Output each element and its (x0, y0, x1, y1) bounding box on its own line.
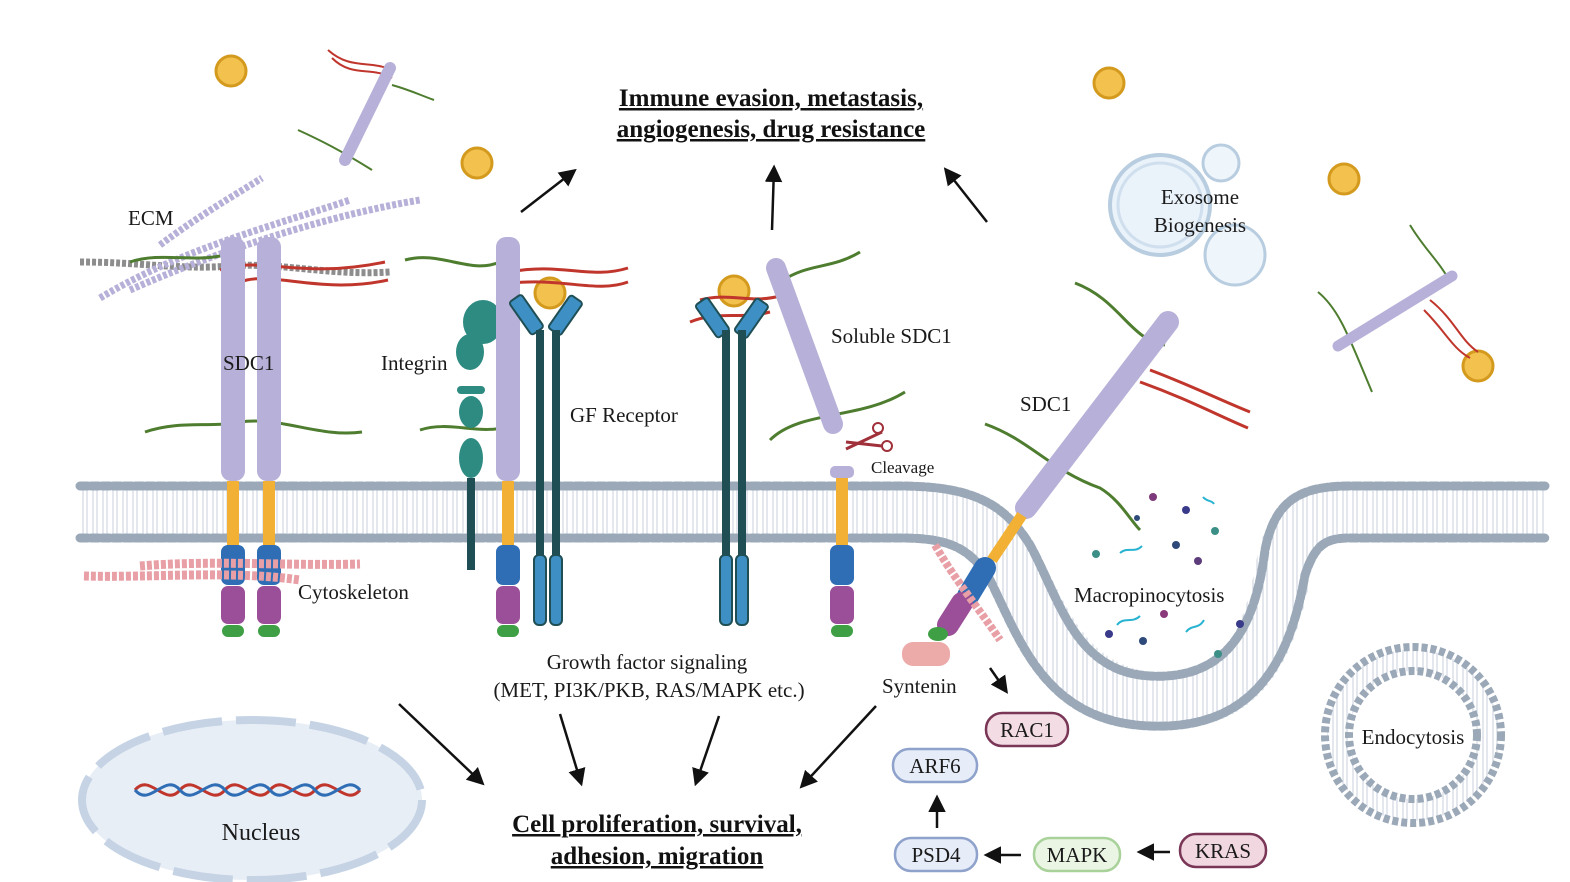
outcome-bottom-line2: adhesion, migration (551, 843, 764, 870)
exosome-label-line2: Biogenesis (1154, 213, 1246, 237)
outcome-top-line1: Immune evasion, metastasis, (619, 85, 923, 112)
arf6-label: ARF6 (909, 754, 960, 778)
sdc1-left-label: SDC1 (223, 351, 274, 375)
integrin-label: Integrin (381, 351, 448, 375)
cleaved-sdc1-stub (830, 466, 854, 637)
psd4-pill (893, 836, 979, 873)
nucleus (78, 716, 426, 882)
endocytosis-vesicle (1321, 643, 1505, 827)
psd4-label: PSD4 (911, 843, 961, 867)
syntenin-label: Syntenin (882, 674, 957, 698)
macropinocytosis-label: Macropinocytosis (1074, 583, 1224, 607)
kras-pill (1178, 832, 1268, 869)
sdc1-left-pair (129, 237, 389, 637)
soluble-sdc1 (766, 250, 906, 442)
growth-factor-label-line2: (MET, PI3K/PKB, RAS/MAPK etc.) (493, 678, 804, 702)
cytoskeleton-label: Cytoskeleton (298, 580, 409, 604)
kras-label: KRAS (1195, 839, 1251, 863)
soluble-sdc1-label: Soluble SDC1 (831, 324, 952, 348)
gf-receptor-right (689, 294, 781, 626)
arrows (398, 164, 1170, 864)
ecm-label: ECM (128, 206, 174, 230)
gf-receptor-left (508, 294, 583, 626)
growth-factor-ball (214, 54, 248, 88)
mapk-label: MAPK (1047, 843, 1108, 867)
growth-factor-ball (1327, 162, 1361, 196)
growth-factor-ball (717, 274, 751, 308)
outcome-top-line2: angiogenesis, drug resistance (617, 116, 926, 143)
growth-factor-ball (1092, 66, 1126, 100)
cytoskeleton-fibers (83, 558, 361, 585)
nucleus-label: Nucleus (222, 820, 301, 846)
shed-sdc1-topleft (297, 49, 435, 171)
cleavage-label: Cleavage (871, 458, 934, 477)
shed-sdc1-right (1317, 224, 1479, 393)
endocytosis-label: Endocytosis (1362, 725, 1465, 749)
outcome-bottom-line1: Cell proliferation, survival, (512, 811, 802, 838)
growth-factor-label-line1: Growth factor signaling (547, 650, 748, 674)
sdc1-right-label: SDC1 (1020, 392, 1071, 416)
exosome-vesicles (1108, 143, 1267, 287)
arf6-pill (891, 747, 979, 784)
pathway-nodes: RAC1 ARF6 PSD4 MAPK KRAS (891, 711, 1268, 873)
growth-factors (214, 54, 1495, 383)
rac1-pill (984, 711, 1070, 748)
mapk-pill (1032, 836, 1122, 873)
sdc1-right-tilted (902, 281, 1251, 666)
text-labels: Immune evasion, metastasis, angiogenesis… (128, 85, 1464, 870)
gf-receptor-label: GF Receptor (570, 403, 678, 427)
growth-factor-ball (533, 276, 567, 310)
scissors-icon (845, 422, 893, 452)
exosome-label-line1: Exosome (1161, 185, 1239, 209)
rac1-label: RAC1 (1000, 718, 1054, 742)
cell-membrane (75, 481, 1550, 731)
growth-factor-ball (460, 146, 494, 180)
macropinocytosis-cargo (1092, 493, 1244, 658)
